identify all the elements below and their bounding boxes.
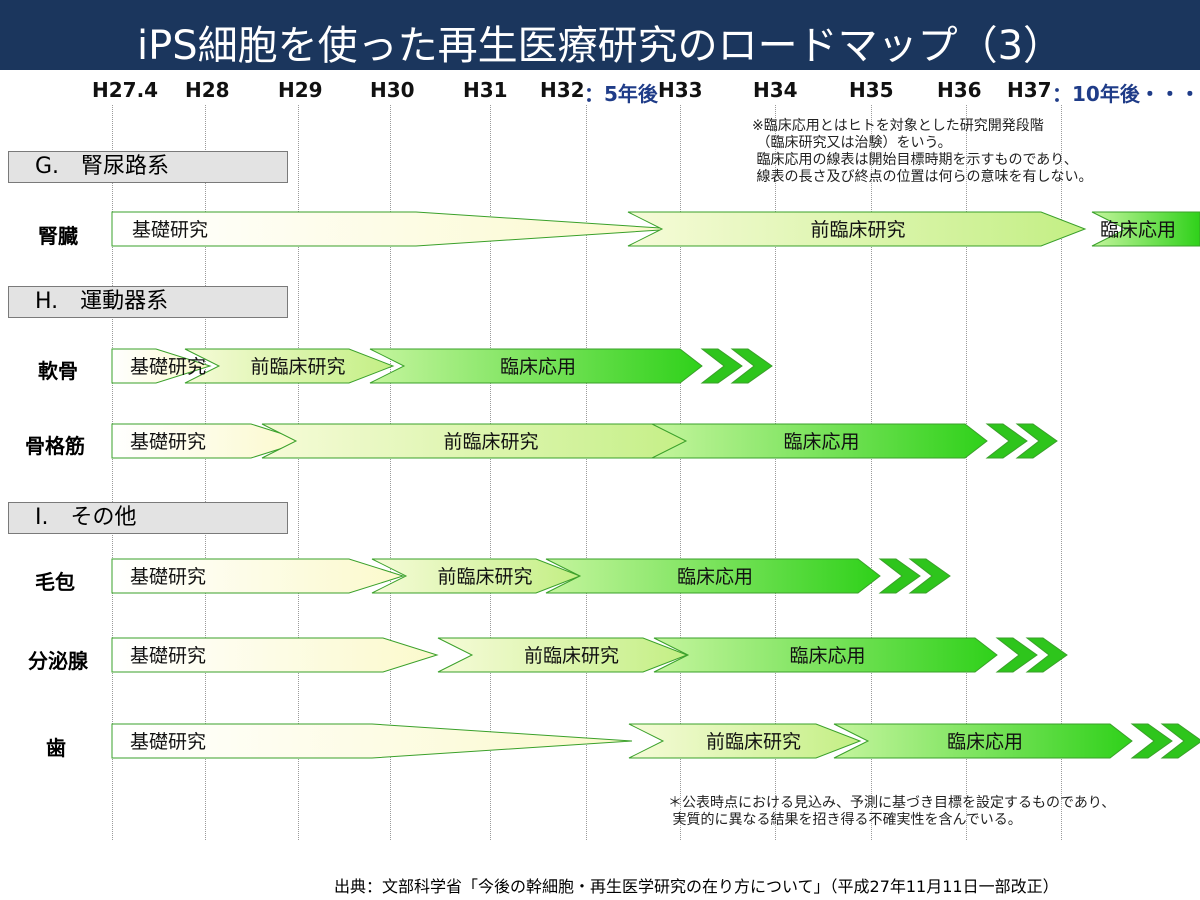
skeletal-muscle-clinical-label: 臨床応用 bbox=[783, 431, 859, 453]
secretory-gland-basic-label: 基礎研究 bbox=[130, 645, 206, 667]
hair-follicle-basic-label: 基礎研究 bbox=[130, 566, 206, 588]
secretory-gland-clinical-arrow bbox=[653, 637, 998, 673]
cartilage-preclinical-arrow bbox=[184, 348, 395, 384]
year-h29: H29 bbox=[278, 78, 323, 102]
ten-years-text: 10年後・・・ bbox=[1072, 82, 1200, 106]
skeletal-muscle-clinical-arrow bbox=[651, 423, 988, 459]
skeletal-muscle-chevron-1 bbox=[985, 423, 1028, 459]
kidney-preclinical-label: 前臨床研究 bbox=[810, 219, 905, 241]
hair-follicle-basic-arrow bbox=[111, 558, 405, 594]
five-years-text: 5年後 bbox=[604, 82, 658, 106]
year-h33: H33 bbox=[658, 78, 703, 102]
tooth-preclinical-arrow bbox=[628, 723, 862, 759]
hair-follicle-clinical-arrow bbox=[545, 558, 881, 594]
section-header-i: I. その他 bbox=[8, 502, 288, 534]
secretory-gland-basic-arrow bbox=[111, 637, 439, 673]
secretory-gland-clinical-label: 臨床応用 bbox=[789, 645, 865, 667]
gridline bbox=[775, 105, 776, 840]
year-h35: H35 bbox=[849, 78, 894, 102]
hair-follicle-preclinical-label: 前臨床研究 bbox=[437, 566, 532, 588]
row-label-hair-follicle: 毛包 bbox=[35, 570, 75, 594]
year-h32: H32 bbox=[540, 78, 585, 102]
secretory-gland-chevron-1 bbox=[995, 637, 1038, 673]
hair-follicle-preclinical-arrow bbox=[371, 558, 582, 594]
gridline bbox=[871, 105, 872, 840]
row-label-cartilage: 軟骨 bbox=[38, 359, 78, 383]
year-h34: H34 bbox=[753, 78, 798, 102]
definition-note: ※臨床応用とはヒトを対象とした研究開発段階 （臨床研究又は治験）をいう。 臨床応… bbox=[752, 118, 1093, 185]
tooth-chevron-2 bbox=[1160, 723, 1200, 759]
tooth-clinical-arrow bbox=[833, 723, 1133, 759]
row-label-kidney: 腎臓 bbox=[38, 224, 78, 248]
row-label-skeletal-muscle: 骨格筋 bbox=[25, 434, 85, 458]
gridline bbox=[112, 105, 113, 840]
kidney-preclinical-arrow bbox=[627, 211, 1087, 247]
section-header-g: G. 腎尿路系 bbox=[8, 151, 288, 183]
ten-years-marker: ：10年後・・・ bbox=[1052, 82, 1200, 106]
gridline bbox=[680, 105, 681, 840]
kidney-clinical-arrow bbox=[1091, 211, 1200, 247]
cartilage-clinical-arrow bbox=[369, 348, 703, 384]
disclaimer-note: ＊公表時点における見込み、予測に基づき目標を設定するものであり、 実質的に異なる… bbox=[668, 795, 1116, 828]
cartilage-clinical-label: 臨床応用 bbox=[500, 356, 576, 378]
year-h27-4: H27.4 bbox=[92, 78, 159, 102]
tooth-clinical-label: 臨床応用 bbox=[947, 731, 1023, 753]
secretory-gland-preclinical-arrow bbox=[437, 637, 689, 673]
cartilage-basic-label: 基礎研究 bbox=[130, 356, 206, 378]
cartilage-chevron-2 bbox=[730, 348, 773, 384]
kidney-basic-label: 基礎研究 bbox=[132, 219, 208, 241]
cartilage-chevron-1 bbox=[700, 348, 743, 384]
five-years-marker: ：5年後 bbox=[584, 82, 658, 106]
skeletal-muscle-preclinical-label: 前臨床研究 bbox=[443, 431, 538, 453]
tooth-basic-arrow bbox=[111, 723, 633, 759]
gridline bbox=[205, 105, 206, 840]
gridline bbox=[586, 105, 587, 840]
row-label-tooth: 歯 bbox=[46, 736, 66, 760]
cartilage-basic-arrow bbox=[111, 348, 212, 384]
page-title: iPS細胞を使った再生医療研究のロードマップ（3） bbox=[136, 23, 1064, 69]
year-h30: H30 bbox=[370, 78, 415, 102]
gridline bbox=[298, 105, 299, 840]
hair-follicle-clinical-label: 臨床応用 bbox=[677, 566, 753, 588]
tooth-basic-label: 基礎研究 bbox=[130, 731, 206, 753]
cartilage-preclinical-label: 前臨床研究 bbox=[250, 356, 345, 378]
gridline bbox=[490, 105, 491, 840]
hair-follicle-chevron-2 bbox=[908, 558, 951, 594]
skeletal-muscle-basic-label: 基礎研究 bbox=[130, 431, 206, 453]
gridline bbox=[966, 105, 967, 840]
year-h31: H31 bbox=[463, 78, 508, 102]
row-label-secretory-gland: 分泌腺 bbox=[28, 649, 88, 673]
gridline bbox=[390, 105, 391, 840]
section-header-h: H. 運動器系 bbox=[8, 286, 288, 318]
year-h36: H36 bbox=[937, 78, 982, 102]
year-h28: H28 bbox=[185, 78, 230, 102]
title-bar: iPS細胞を使った再生医療研究のロードマップ（3） bbox=[0, 0, 1200, 70]
tooth-chevron-1 bbox=[1130, 723, 1173, 759]
kidney-basic-arrow bbox=[111, 211, 677, 247]
secretory-gland-chevron-2 bbox=[1025, 637, 1068, 673]
kidney-clinical-label: 臨床応用 bbox=[1100, 219, 1176, 241]
year-h37: H37 bbox=[1007, 78, 1052, 102]
skeletal-muscle-chevron-2 bbox=[1015, 423, 1058, 459]
hair-follicle-chevron-1 bbox=[878, 558, 921, 594]
secretory-gland-preclinical-label: 前臨床研究 bbox=[524, 645, 619, 667]
source-citation: 出典：文部科学省「今後の幹細胞・再生医学研究の在り方について」（平成27年11月… bbox=[334, 877, 1059, 896]
gridline bbox=[1061, 105, 1062, 840]
tooth-preclinical-label: 前臨床研究 bbox=[706, 731, 801, 753]
